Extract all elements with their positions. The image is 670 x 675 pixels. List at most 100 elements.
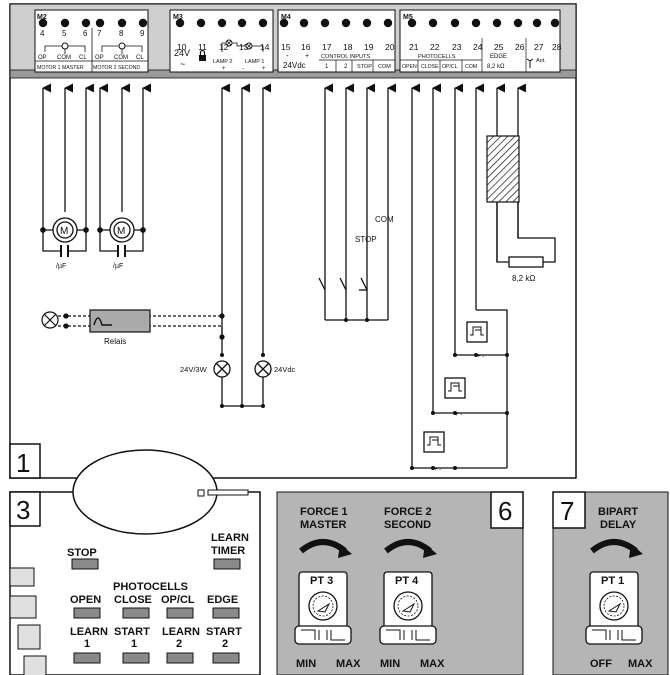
lamp-left-label: 24V/3W [180, 365, 208, 374]
wiring [42, 83, 527, 468]
start2-label-2: 2 [222, 638, 228, 650]
m2-terminal-label: COM [114, 55, 128, 61]
edge-button[interactable] [212, 607, 240, 619]
m5-opcl: OP/CL [442, 64, 458, 70]
potentiometer-pt3[interactable]: PT 3 [294, 539, 352, 645]
open-button[interactable] [73, 607, 101, 619]
motor-1-symbol: M [60, 226, 68, 237]
terminal-screw [362, 18, 372, 28]
terminal-number: 28 [552, 42, 562, 52]
m3-voltage: 24V [174, 48, 190, 58]
svg-text:~: ~ [180, 59, 185, 69]
terminal-screw [428, 18, 438, 28]
terminal-number: 14 [260, 42, 270, 52]
start2-label-1: START [206, 626, 242, 638]
svg-text:+ -: + - [477, 354, 484, 360]
opcl-button[interactable] [166, 607, 194, 619]
potentiometer-pt1[interactable]: PT 1 [585, 539, 643, 645]
terminal-number: 6 [83, 29, 88, 38]
resistor [496, 202, 556, 268]
stop-label: STOP [355, 235, 377, 244]
pt1-max: MAX [628, 658, 653, 670]
panel-1-number: 1 [16, 448, 30, 478]
terminal-screw [258, 18, 268, 28]
pt3-min: MIN [296, 658, 316, 670]
stop-button[interactable] [71, 558, 99, 570]
pt4-max: MAX [420, 658, 445, 670]
m4-input-2: 2 [344, 64, 348, 70]
edge-label: EDGE [207, 594, 238, 606]
m4-header: CONTROL INPUTS [321, 54, 370, 60]
svg-text:+ -: + - [434, 467, 441, 473]
terminal-screw [81, 18, 91, 28]
terminal-screw [196, 18, 206, 28]
panel-7-badge [552, 491, 586, 529]
panel-3-board [9, 449, 261, 675]
terminal-number: 22 [430, 42, 440, 52]
terminal-screw [38, 18, 48, 28]
learn-timer-label-2: TIMER [211, 545, 245, 557]
learn1-button[interactable] [73, 652, 101, 664]
terminal-number: 23 [452, 42, 462, 52]
learn1-label-1: LEARN [70, 626, 108, 638]
m5-edge: EDGE [490, 54, 507, 60]
panel-1-frame [9, 3, 577, 479]
start1-label-1: START [114, 626, 150, 638]
start1-button[interactable] [122, 652, 150, 664]
terminal-screw [513, 18, 523, 28]
control-switches [318, 277, 388, 321]
com-label: COM [375, 215, 394, 224]
terminal-number: 27 [534, 42, 544, 52]
terminal-screw [320, 18, 330, 28]
panel-3-badge [9, 491, 41, 527]
photocells-label: PHOTOCELLS [113, 581, 188, 593]
svg-text:-: - [242, 66, 244, 72]
svg-text:+: + [222, 66, 226, 72]
pt3-title-2: MASTER [300, 519, 347, 531]
m5-edge-value: 8,2 kΩ [487, 64, 505, 70]
terminal-screw [492, 18, 502, 28]
terminal-number: 8 [119, 29, 124, 38]
m4-voltage: 24Vdc [283, 61, 306, 70]
terminal-screw [95, 18, 105, 28]
potentiometer-pt4[interactable]: PT 4 [379, 539, 437, 645]
pt1-title-1: BIPART [598, 506, 638, 518]
terminal-number: 24 [473, 42, 483, 52]
terminal-screw [279, 18, 289, 28]
photocell-modules [412, 309, 508, 469]
terminal-screw [237, 18, 247, 28]
learn-timer-button[interactable] [213, 558, 241, 570]
terminal-number: 11 [198, 42, 207, 52]
terminal-screw [450, 18, 460, 28]
learn-timer-label-1: LEARN [211, 532, 249, 544]
capacitor-2-label: /µF [113, 263, 123, 270]
terminal-number: 20 [385, 42, 395, 52]
m2-footer-1: MOTOR 1 MASTER [37, 65, 84, 71]
pt1-title-2: DELAY [600, 519, 637, 531]
pt4-min: MIN [380, 658, 400, 670]
terminal-screw [471, 18, 481, 28]
terminal-screw [217, 18, 227, 28]
relay-label: Relais [104, 337, 126, 346]
block-id: M5 [403, 14, 413, 21]
terminal-screw [117, 18, 127, 28]
m4-input-1: 1 [325, 64, 329, 70]
motor-2 [97, 217, 146, 257]
close-label: CLOSE [114, 594, 152, 606]
learn2-button[interactable] [166, 652, 194, 664]
terminal-number: 9 [140, 29, 145, 38]
terminal-number: 17 [322, 42, 332, 52]
m2-terminal-label: OP [38, 55, 47, 61]
close-button[interactable] [122, 607, 150, 619]
motor-2-symbol: M [117, 226, 125, 237]
svg-text:PT 4: PT 4 [395, 575, 419, 587]
start2-button[interactable] [212, 652, 240, 664]
terminal-number: 10 [177, 42, 187, 52]
terminal-number: 18 [343, 42, 353, 52]
pt4-title-1: FORCE 2 [384, 506, 432, 518]
safety-edge [486, 135, 520, 203]
terminal-number: 12 [219, 42, 229, 52]
pt4-title-2: SECOND [384, 519, 431, 531]
lamp-right [254, 360, 272, 406]
terminal-screw [407, 18, 417, 28]
